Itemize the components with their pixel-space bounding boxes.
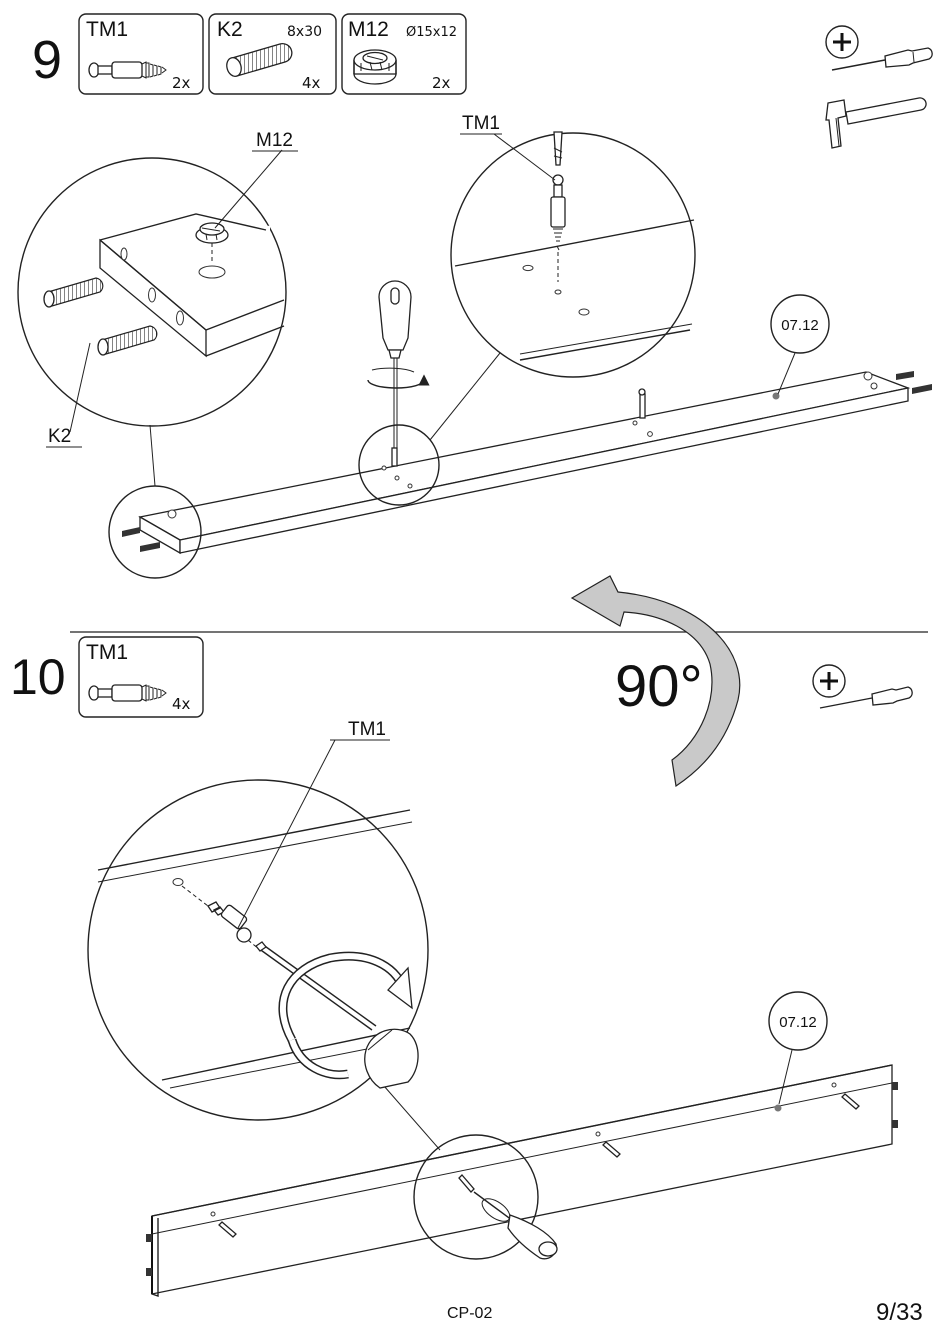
hammer-icon (826, 98, 926, 148)
step9-detail-right (451, 132, 695, 377)
step9-tools (826, 26, 932, 148)
phillips-screwdriver-icon (826, 26, 932, 70)
step10-part-tm1: TM1 4x (79, 637, 203, 717)
phillips-screwdriver-icon (813, 665, 912, 708)
step9-callout-k2: K2 (48, 426, 71, 447)
step9-panel (109, 353, 932, 578)
step9-header: 9 TM1 2x K2 8x30 4x (32, 14, 466, 94)
step9-part-tm1-code: TM1 (86, 18, 128, 41)
step9-part-tm1: TM1 2x (79, 14, 203, 94)
step10-header: 10 TM1 4x (10, 637, 203, 717)
step10-part-tm1-code: TM1 (86, 641, 128, 664)
footer-model-code: CP-02 (447, 1305, 492, 1322)
step9-part-m12: M12 Ø15x12 2x (342, 14, 466, 94)
step9-part-tm1-qty: 2x (172, 74, 191, 92)
step10-panel (146, 1065, 898, 1296)
step9-ref-callout: 07.12 (771, 295, 829, 394)
cam-bolt-icon (89, 685, 166, 701)
step9-detail-left (18, 150, 286, 432)
step9-part-k2-qty: 4x (302, 74, 321, 92)
step9-part-m12-qty: 2x (432, 74, 451, 92)
step10-callout-tm1: TM1 (348, 719, 386, 740)
step10-ref-label: 07.12 (779, 1014, 817, 1031)
step9-number: 9 (32, 30, 62, 90)
wooden-dowel-icon (225, 44, 292, 78)
step9-part-m12-size: Ø15x12 (406, 25, 457, 40)
step9-callout-m12: M12 (256, 130, 293, 151)
step9-part-k2-code: K2 (217, 18, 243, 41)
footer-page-number: 9/33 (876, 1299, 923, 1326)
rotation-label: 90° (615, 654, 703, 719)
step9-callout-tm1: TM1 (462, 113, 500, 134)
step9-ref-label: 07.12 (781, 317, 819, 334)
step9-part-m12-code: M12 (348, 18, 389, 41)
step9-part-k2: K2 8x30 4x (209, 14, 336, 94)
step9-part-k2-size: 8x30 (287, 24, 322, 40)
step10-part-tm1-qty: 4x (172, 695, 191, 713)
cam-bolt-icon (89, 62, 166, 78)
step10-detail (88, 740, 428, 1120)
step9-screwdriver (368, 281, 424, 466)
cam-lock-icon (354, 50, 396, 84)
step10-number: 10 (10, 649, 66, 705)
step10-tools (813, 665, 912, 708)
